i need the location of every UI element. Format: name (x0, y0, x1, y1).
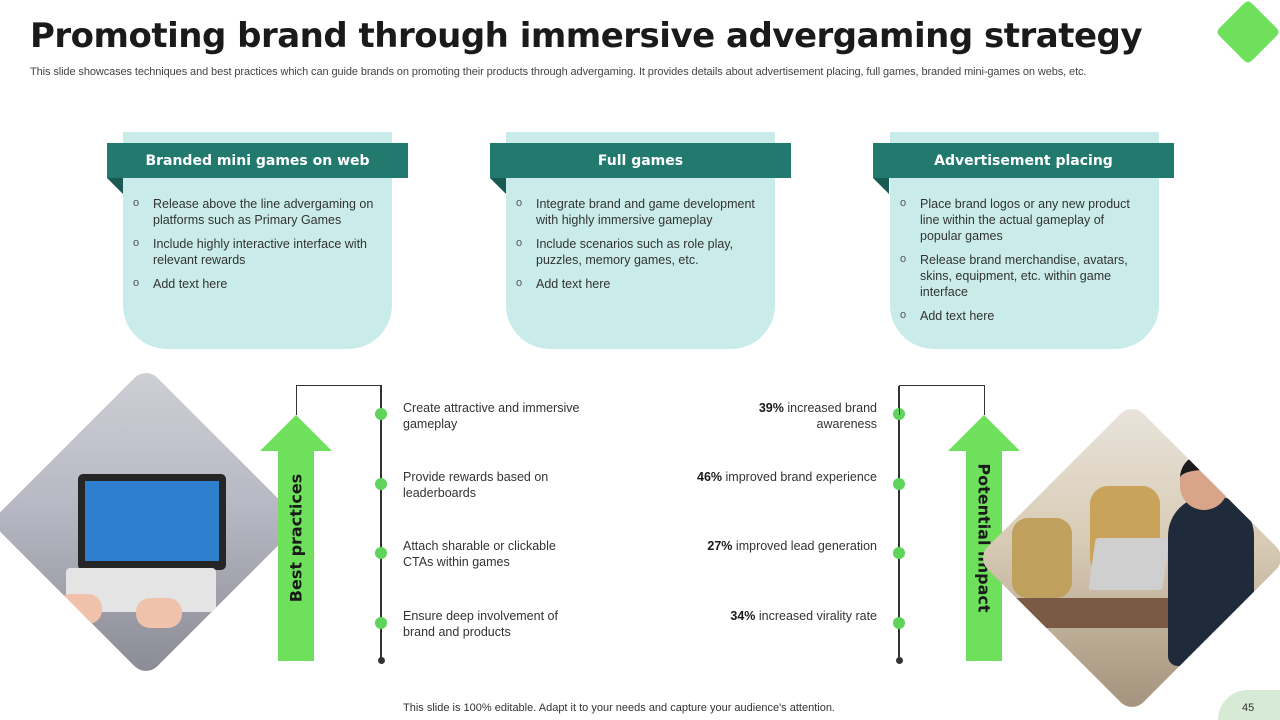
best-practice-item: Provide rewards based on leaderboards (403, 470, 549, 500)
impact-value: 46% (697, 470, 723, 484)
section-bracket (899, 385, 985, 415)
person-photo (976, 402, 1280, 714)
card-header-branded-mini-games: Branded mini games on web (107, 143, 408, 178)
list-item: Add text here (133, 275, 378, 292)
laptop-image (1088, 538, 1170, 590)
card-list-branded-mini-games: Release above the line advergaming on pl… (133, 195, 378, 300)
up-arrow-icon (948, 415, 1020, 661)
up-arrow-icon (260, 415, 332, 661)
section-bracket (296, 385, 382, 415)
best-practice-item: Ensure deep involvement of brand and pro… (403, 609, 558, 639)
laptop-screen-image (78, 474, 226, 570)
person-image (1168, 496, 1254, 666)
timeline-end-dot (378, 657, 385, 664)
impact-item: 27% improved lead generation (697, 538, 877, 554)
impact-text: increased virality rate (758, 609, 877, 623)
timeline-dot (893, 478, 905, 490)
best-practices-label: Best practices (286, 473, 306, 603)
card-header-advertisement-placing: Advertisement placing (873, 143, 1174, 178)
slide-footer: This slide is 100% editable. Adapt it to… (403, 702, 835, 714)
timeline-dot (893, 617, 905, 629)
card-list-full-games: Integrate brand and game development wit… (516, 195, 756, 300)
corner-diamond-decoration (1215, 0, 1280, 65)
impact-timeline (898, 386, 900, 660)
impact-text: improved brand experience (725, 470, 877, 484)
list-item: Include scenarios such as role play, puz… (516, 235, 756, 268)
slide-subtitle: This slide showcases techniques and best… (30, 66, 1087, 78)
page-number: 45 (1242, 702, 1255, 714)
impact-text: improved lead generation (735, 539, 877, 553)
list-item: Add text here (516, 275, 756, 292)
impact-value: 39% (758, 401, 784, 415)
hand-image (56, 594, 103, 624)
chair-image (1012, 518, 1072, 598)
card-header-fold (490, 178, 506, 194)
list-item: Integrate brand and game development wit… (516, 195, 756, 228)
best-practice-item: Attach sharable or clickable CTAs within… (403, 539, 556, 569)
impact-item: 34% increased virality rate (697, 608, 877, 624)
impact-item: 46% improved brand experience (697, 469, 877, 485)
timeline-dot (893, 547, 905, 559)
impact-text: increased brand awareness (787, 401, 877, 431)
slide-title: Promoting brand through immersive adverg… (30, 16, 1143, 56)
impact-value: 34% (730, 609, 756, 623)
timeline-dot (375, 617, 387, 629)
list-item: Place brand logos or any new product lin… (900, 195, 1140, 244)
card-list-advertisement-placing: Place brand logos or any new product lin… (900, 195, 1140, 332)
potential-impact-label: Potential impact (974, 463, 994, 613)
best-practices-timeline (380, 386, 382, 660)
card-header-fold (873, 178, 889, 194)
timeline-dot (375, 547, 387, 559)
timeline-dot (375, 408, 387, 420)
list-item: Include highly interactive interface wit… (133, 235, 378, 268)
impact-item: 39% increased brand awareness (697, 400, 877, 432)
list-item: Release brand merchandise, avatars, skin… (900, 251, 1140, 300)
impact-value: 27% (707, 539, 733, 553)
list-item: Add text here (900, 307, 1140, 324)
laptop-photo (0, 366, 302, 678)
timeline-end-dot (896, 657, 903, 664)
timeline-dot (375, 478, 387, 490)
card-header-full-games: Full games (490, 143, 791, 178)
list-item: Release above the line advergaming on pl… (133, 195, 378, 228)
person-head-image (1180, 454, 1228, 510)
hand-image (136, 598, 182, 628)
card-header-fold (107, 178, 123, 194)
best-practice-item: Create attractive and immersive gameplay (403, 401, 580, 431)
